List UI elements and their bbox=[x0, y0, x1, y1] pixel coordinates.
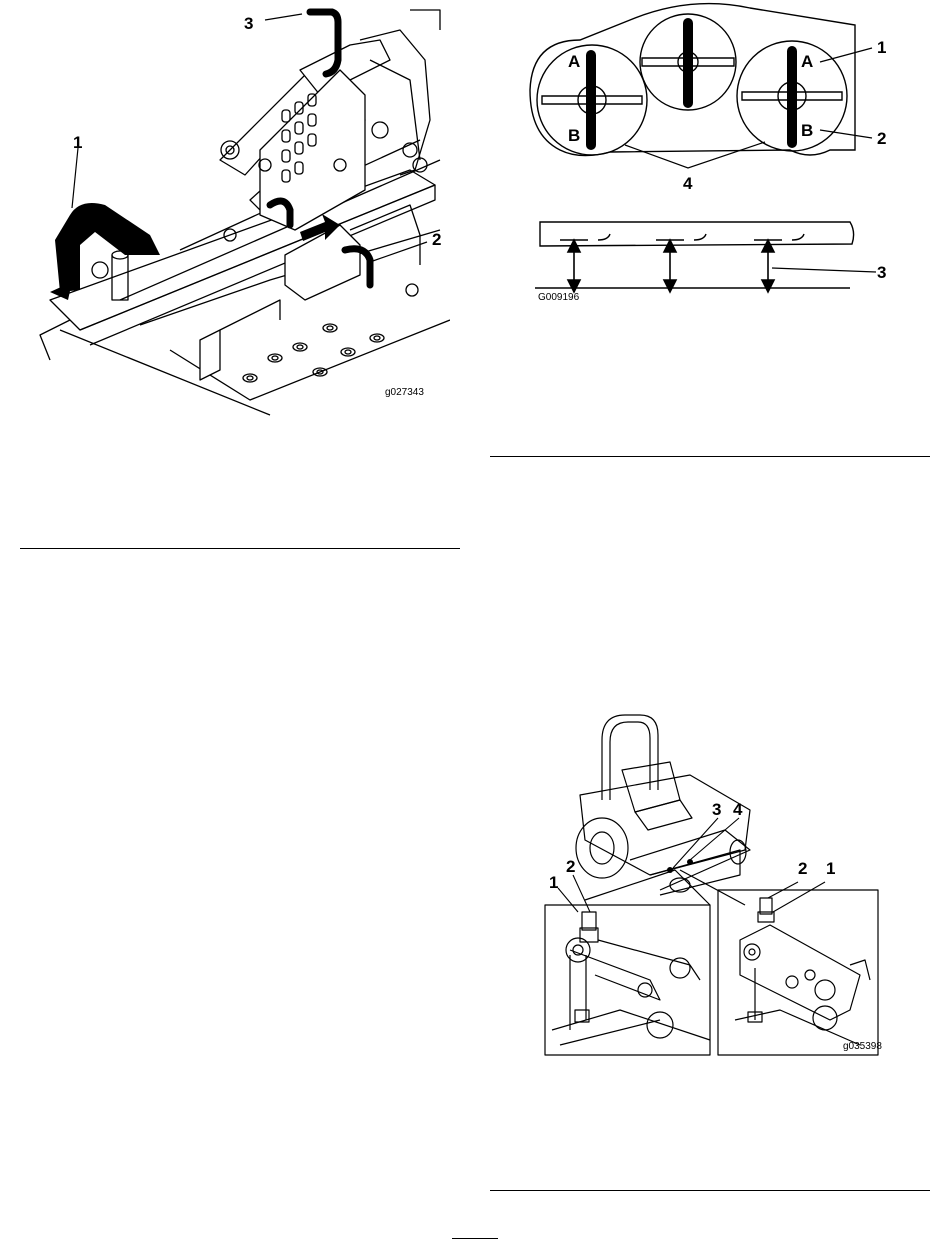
blade-tip-label: A bbox=[801, 52, 813, 72]
callout-label: 3 bbox=[712, 800, 721, 820]
figure-code: g027343 bbox=[385, 387, 424, 398]
blade-tip-label: A bbox=[568, 52, 580, 72]
blade-tip-label: B bbox=[801, 121, 813, 141]
callout-label: 4 bbox=[683, 174, 692, 194]
tractor-adjusters-figure bbox=[540, 700, 885, 1060]
page-footer-rule bbox=[452, 1238, 498, 1239]
callout-label: 3 bbox=[877, 263, 886, 283]
callout-label: 2 bbox=[432, 230, 441, 250]
callout-label: 1 bbox=[73, 133, 82, 153]
blade-tip-label: B bbox=[568, 126, 580, 146]
callout-label: 4 bbox=[733, 800, 742, 820]
figure-code: g035398 bbox=[843, 1041, 882, 1052]
lift-lever-figure bbox=[20, 0, 450, 420]
section-divider bbox=[490, 1190, 930, 1191]
callout-label: 1 bbox=[549, 873, 558, 893]
section-divider bbox=[490, 456, 930, 457]
figure-code: G009196 bbox=[538, 292, 579, 303]
callout-label: 2 bbox=[566, 857, 575, 877]
section-divider bbox=[20, 548, 460, 549]
callout-label: 1 bbox=[877, 38, 886, 58]
callout-label: 1 bbox=[826, 859, 835, 879]
callout-label: 2 bbox=[877, 129, 886, 149]
callout-label: 3 bbox=[244, 14, 253, 34]
callout-label: 2 bbox=[798, 859, 807, 879]
